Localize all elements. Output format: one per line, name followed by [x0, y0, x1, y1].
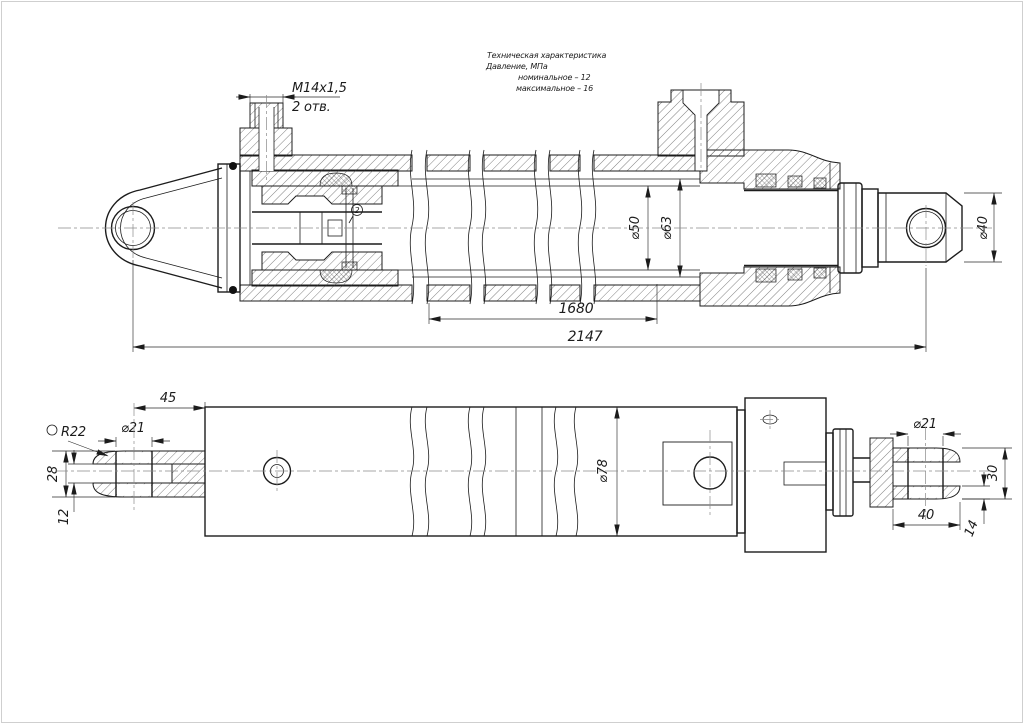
- notes-pressure: Давление, МПа: [485, 62, 548, 71]
- dim-hole-right: ⌀21: [913, 417, 937, 432]
- notes-title: Техническая характеристика: [487, 51, 607, 60]
- balloon-number: 2: [355, 206, 360, 215]
- weld-dot-bottom: [229, 286, 237, 294]
- dim-barrel-od-bottom: ⌀78: [596, 459, 611, 483]
- dim-barrel-od: ⌀63: [660, 216, 675, 240]
- dim-overall-length: 2147: [568, 329, 603, 345]
- dim-arm-thickness: 14: [962, 518, 982, 539]
- notes-maximum: максимальное – 16: [516, 84, 593, 93]
- barrel-walls: [239, 154, 701, 302]
- dim-fork-length: 40: [918, 508, 934, 523]
- port-thread-label: M14x1,5: [292, 81, 347, 96]
- break-lines-top-view: [409, 149, 597, 305]
- dim-stroke-length: 1680: [559, 301, 594, 317]
- weld-dot-top: [229, 162, 237, 170]
- piston-assembly: [251, 169, 399, 287]
- port-boss-square: [662, 441, 733, 506]
- fork-left: [92, 450, 206, 498]
- notes-nominal: номинальное – 12: [518, 73, 591, 82]
- balloon-callout: 2: [348, 204, 363, 224]
- dim-fork-outer: 30: [986, 465, 1001, 481]
- barrel-outline: [204, 406, 738, 537]
- bottom-view-outline: 45 ⌀21 R22 28 12 ⌀78 ⌀21: [46, 391, 1012, 553]
- port-count-label: 2 отв.: [292, 100, 331, 115]
- radius-symbol-circle: [46, 424, 58, 436]
- rod-gland-head: [699, 149, 841, 307]
- dim-offset-45: 45: [160, 391, 176, 406]
- technical-notes: Техническая характеристика Давление, МПа…: [485, 51, 607, 93]
- dimensions-bottom-view: 45 ⌀21 R22 28 12 ⌀78 ⌀21: [46, 391, 1012, 539]
- dim-fork-width: 28: [46, 466, 61, 482]
- dim-slot-width: 12: [57, 509, 72, 525]
- top-view-section: 2: [105, 81, 1002, 352]
- dim-radius: R22: [61, 425, 86, 440]
- centerlines: [55, 83, 992, 520]
- dim-hole-left: ⌀21: [121, 421, 145, 436]
- fork-right-base: [869, 437, 894, 508]
